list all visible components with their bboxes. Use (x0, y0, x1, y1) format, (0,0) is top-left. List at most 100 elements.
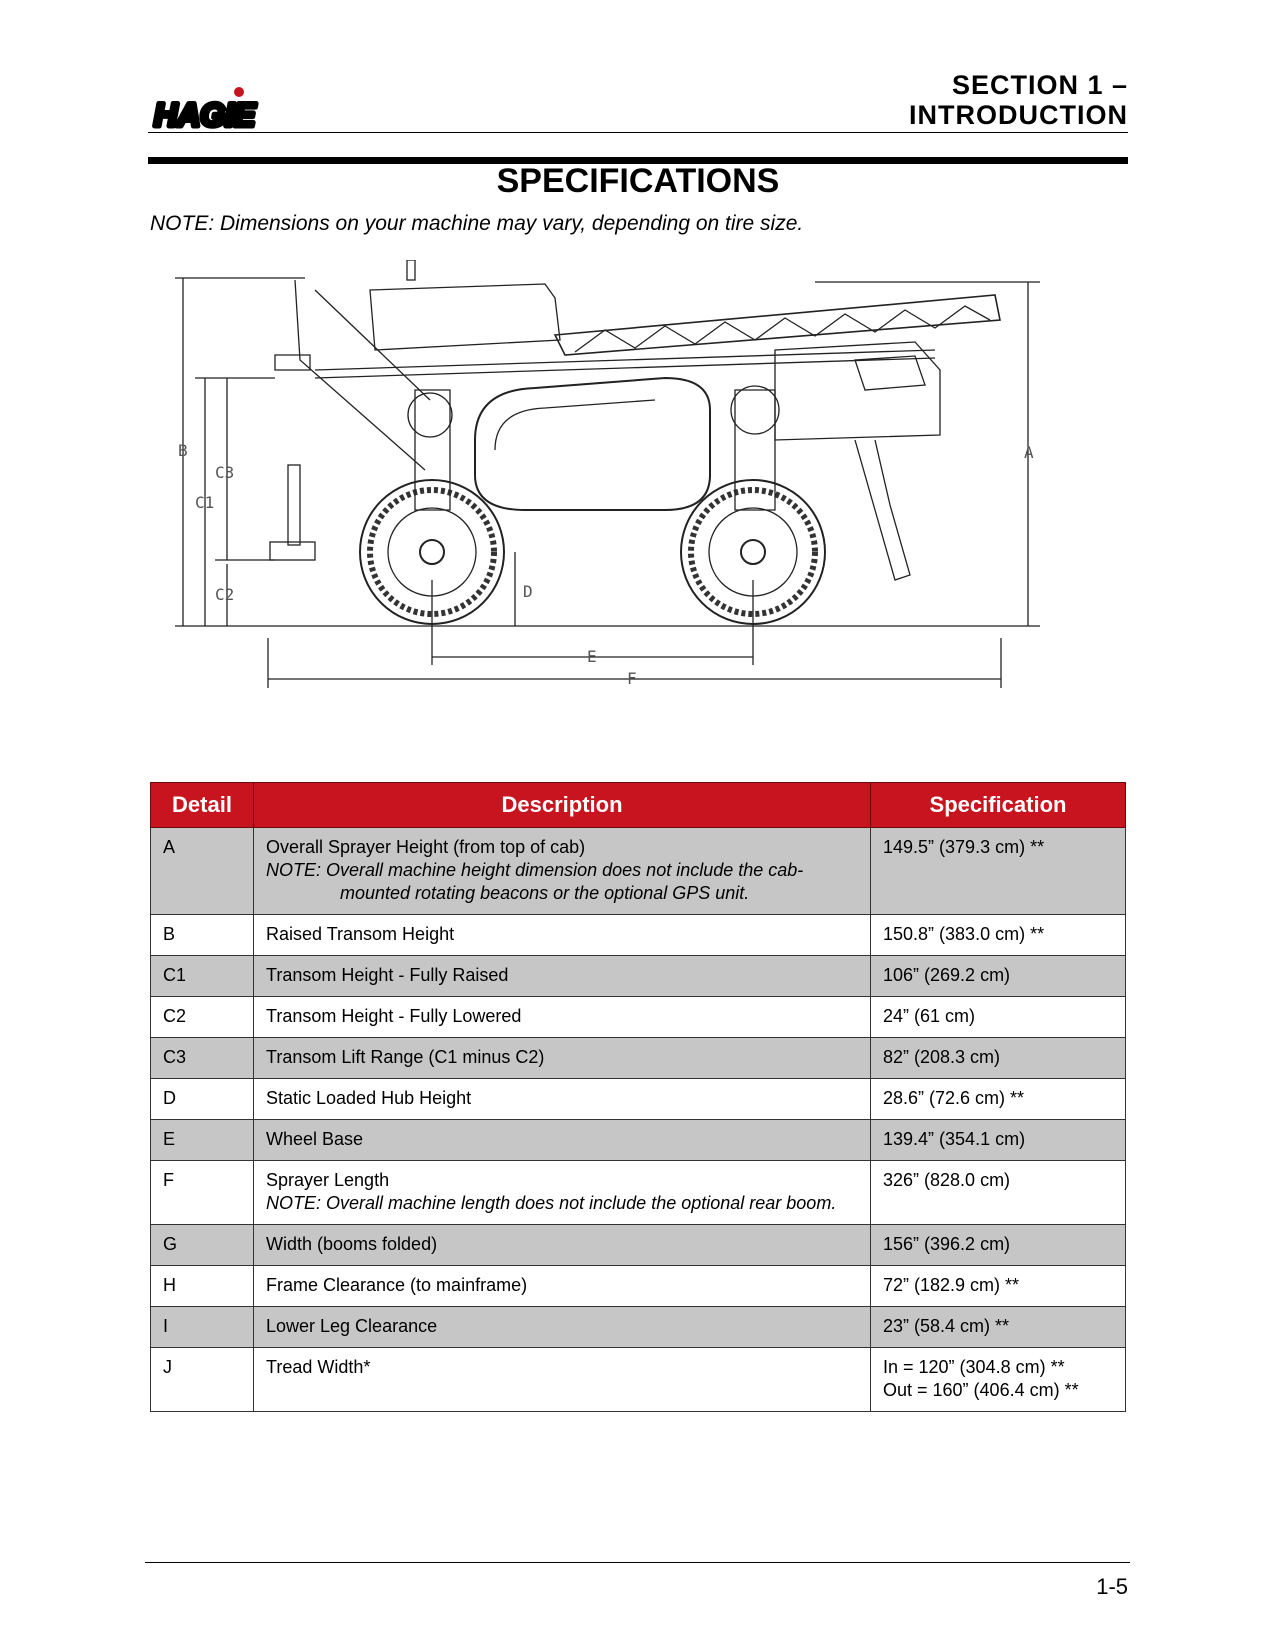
table-row: C2 Transom Height - Fully Lowered 24” (6… (150, 996, 1126, 1038)
description-cell: Raised Transom Height (253, 914, 871, 956)
specification-text-2: Out = 160” (406.4 cm) ** (883, 1380, 1079, 1400)
tank-detail (494, 399, 656, 451)
page-number: 1-5 (1096, 1574, 1128, 1599)
front-wheel (359, 479, 505, 625)
hagie-logo: HAGIE HAGIE (152, 87, 260, 132)
title-rule (148, 157, 1128, 164)
description-text: Overall Sprayer Height (from top of cab) (266, 837, 586, 857)
table-header-row: Detail Description Specification (150, 782, 1126, 828)
description-text: Sprayer Length (266, 1170, 390, 1190)
transom-foot (269, 541, 316, 561)
label-a: A (1024, 443, 1034, 462)
description-note-continued: mounted rotating beacons or the optional… (340, 883, 750, 903)
detail-cell: C1 (150, 955, 254, 997)
specification-cell: 326” (828.0 cm) (870, 1160, 1126, 1225)
specification-cell: 72” (182.9 cm) ** (870, 1265, 1126, 1307)
description-cell: Transom Height - Fully Lowered (253, 996, 871, 1038)
description-cell: Wheel Base (253, 1119, 871, 1161)
main-frame-lower (314, 357, 936, 379)
label-f: F (627, 669, 637, 688)
header-description: Description (253, 782, 871, 828)
tank (474, 376, 711, 511)
header-rule (148, 132, 1128, 133)
section-title-line2: INTRODUCTION (909, 100, 1128, 130)
page-title: SPECIFICATIONS (496, 162, 780, 200)
label-b: B (178, 441, 188, 460)
label-e: E (587, 647, 597, 666)
table-row: A Overall Sprayer Height (from top of ca… (150, 827, 1126, 915)
detail-cell: E (150, 1119, 254, 1161)
description-cell: Width (booms folded) (253, 1224, 871, 1266)
specification-cell: 139.4” (354.1 cm) (870, 1119, 1126, 1161)
label-c3: C3 (215, 463, 234, 482)
detail-cell: G (150, 1224, 254, 1266)
description-cell: Transom Lift Range (C1 minus C2) (253, 1037, 871, 1079)
header-specification: Specification (870, 782, 1126, 828)
rear-leg (734, 389, 776, 511)
description-cell: Frame Clearance (to mainframe) (253, 1265, 871, 1307)
specifications-table: Detail Description Specification A Overa… (150, 782, 1126, 1412)
table-row: E Wheel Base 139.4” (354.1 cm) (150, 1119, 1126, 1161)
logo-text-outline: HAGIE (154, 97, 257, 132)
lift-cylinder (314, 289, 431, 401)
detail-cell: I (150, 1306, 254, 1348)
specification-cell: 28.6” (72.6 cm) ** (870, 1078, 1126, 1120)
detail-cell: J (150, 1347, 254, 1412)
logo-text: HAGIE (154, 97, 257, 132)
boom-truss-web (574, 305, 991, 353)
table-row: G Width (booms folded) 156” (396.2 cm) (150, 1224, 1126, 1266)
description-cell: Lower Leg Clearance (253, 1306, 871, 1348)
front-motor (407, 392, 453, 438)
transom-bracket (274, 354, 311, 371)
description-note: NOTE: Overall machine height dimension d… (266, 860, 804, 880)
header-detail: Detail (150, 782, 254, 828)
front-leg (414, 389, 451, 511)
specification-cell: 156” (396.2 cm) (870, 1224, 1126, 1266)
table-row: D Static Loaded Hub Height 28.6” (72.6 c… (150, 1078, 1126, 1120)
detail-cell: H (150, 1265, 254, 1307)
rear-motor (730, 385, 780, 435)
description-cell: Static Loaded Hub Height (253, 1078, 871, 1120)
specification-cell: In = 120” (304.8 cm) ** Out = 160” (406.… (870, 1347, 1126, 1412)
detail-cell: A (150, 827, 254, 915)
table-row: J Tread Width* In = 120” (304.8 cm) ** O… (150, 1347, 1126, 1412)
specification-text: In = 120” (304.8 cm) ** (883, 1357, 1065, 1377)
table-row: C3 Transom Lift Range (C1 minus C2) 82” … (150, 1037, 1126, 1079)
section-title: SECTION 1 – INTRODUCTION (909, 70, 1128, 130)
cab (369, 283, 561, 351)
boom-truss (553, 294, 1001, 356)
rear-hitch (854, 439, 911, 581)
description-cell: Sprayer Length NOTE: Overall machine len… (253, 1160, 871, 1225)
sprayer-dimension-diagram: B C1 C3 C2 A D E F (175, 260, 1040, 688)
table-row: I Lower Leg Clearance 23” (58.4 cm) ** (150, 1306, 1126, 1348)
detail-cell: B (150, 914, 254, 956)
engine-grille (854, 355, 926, 391)
table-row: F Sprayer Length NOTE: Overall machine l… (150, 1160, 1126, 1225)
label-c2: C2 (215, 585, 234, 604)
engine-hood (774, 341, 941, 441)
detail-cell: F (150, 1160, 254, 1225)
table-row: H Frame Clearance (to mainframe) 72” (18… (150, 1265, 1126, 1307)
specification-cell: 149.5” (379.3 cm) ** (870, 827, 1126, 915)
beacon (406, 260, 416, 281)
description-note: NOTE: Overall machine length does not in… (266, 1193, 837, 1213)
footer-rule (145, 1562, 1130, 1563)
table-row: C1 Transom Height - Fully Raised 106” (2… (150, 955, 1126, 997)
dimension-note: NOTE: Dimensions on your machine may var… (150, 212, 804, 235)
specification-cell: 23” (58.4 cm) ** (870, 1306, 1126, 1348)
detail-cell: C3 (150, 1037, 254, 1079)
specification-cell: 24” (61 cm) (870, 996, 1126, 1038)
description-cell: Tread Width* (253, 1347, 871, 1412)
specification-cell: 150.8” (383.0 cm) ** (870, 914, 1126, 956)
transom-post (287, 464, 301, 546)
specification-cell: 82” (208.3 cm) (870, 1037, 1126, 1079)
specification-cell: 106” (269.2 cm) (870, 955, 1126, 997)
description-cell: Transom Height - Fully Raised (253, 955, 871, 997)
section-title-line1: SECTION 1 – (951, 70, 1128, 100)
lift-arm (294, 279, 426, 471)
label-d: D (523, 582, 533, 601)
main-frame-upper (314, 349, 936, 371)
detail-cell: D (150, 1078, 254, 1120)
label-c1: C1 (195, 493, 214, 512)
detail-cell: C2 (150, 996, 254, 1038)
